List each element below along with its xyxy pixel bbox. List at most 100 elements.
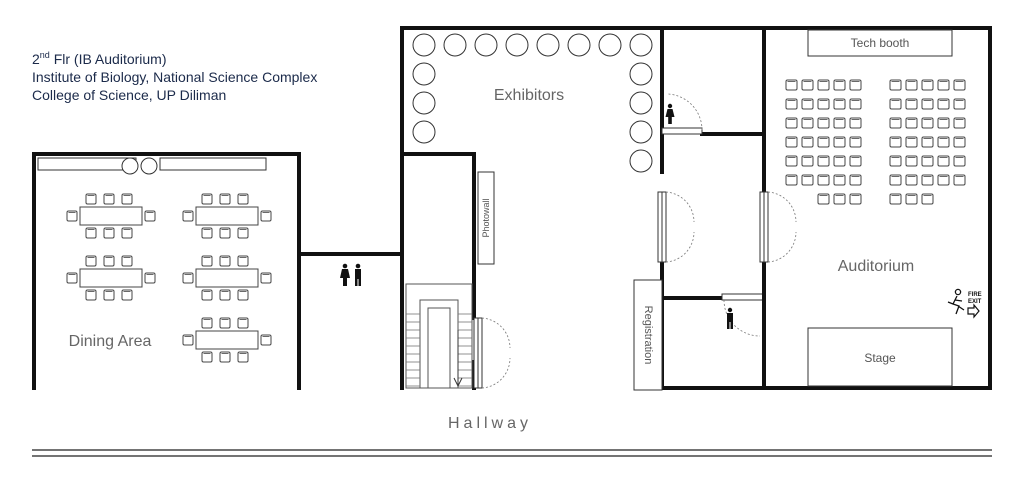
chair — [201, 317, 213, 329]
restroom-icon — [340, 263, 361, 286]
chair — [201, 289, 213, 301]
fire-exit-label-1: FIRE — [968, 292, 982, 298]
chair — [144, 272, 156, 284]
chair — [785, 155, 798, 167]
chair — [817, 79, 830, 91]
dining-area-label: Dining Area — [69, 333, 152, 350]
chair — [921, 193, 934, 205]
chair — [937, 174, 950, 186]
chair — [801, 174, 814, 186]
chair — [889, 98, 902, 110]
chair — [905, 193, 918, 205]
chair — [103, 255, 115, 267]
male-restroom-icon — [727, 307, 733, 329]
chair — [121, 255, 133, 267]
auditorium-label: Auditorium — [838, 258, 914, 275]
chair — [817, 155, 830, 167]
chair — [219, 317, 231, 329]
chair — [921, 79, 934, 91]
chair — [144, 210, 156, 222]
chair — [817, 117, 830, 129]
chair — [937, 98, 950, 110]
dining-round-table — [121, 157, 139, 175]
chair — [953, 79, 966, 91]
registration-label: Registration — [642, 306, 654, 365]
corridor-door-left — [657, 191, 695, 263]
chair — [103, 227, 115, 239]
chair — [849, 193, 862, 205]
chair — [801, 155, 814, 167]
chair — [219, 255, 231, 267]
chair — [801, 136, 814, 148]
fire-exit-label-2: EXIT — [968, 299, 982, 305]
chair — [937, 155, 950, 167]
chair — [237, 193, 249, 205]
chair — [85, 193, 97, 205]
chair — [905, 174, 918, 186]
chair — [801, 79, 814, 91]
hallway-label: Hallway — [448, 415, 532, 432]
chair — [889, 155, 902, 167]
chair — [785, 174, 798, 186]
auditorium-seats — [785, 79, 966, 205]
exhibitors-label: Exhibitors — [494, 87, 564, 104]
female-restroom-icon — [340, 263, 350, 286]
dining-table — [66, 255, 156, 301]
header-line-3: College of Science, UP Diliman — [32, 87, 226, 103]
exhibitor-booth — [505, 33, 529, 57]
chair — [201, 255, 213, 267]
chair — [219, 227, 231, 239]
chair — [260, 334, 272, 346]
registration-desk — [633, 279, 663, 391]
chair — [85, 227, 97, 239]
dining-table — [182, 255, 272, 301]
chair — [953, 98, 966, 110]
exhibitor-booth — [629, 149, 653, 173]
chair — [785, 79, 798, 91]
chair — [201, 351, 213, 363]
chair — [237, 227, 249, 239]
chair — [121, 193, 133, 205]
female-restroom-icon — [665, 103, 675, 124]
header-line-2: Institute of Biology, National Science C… — [32, 69, 317, 85]
exhibitor-booth — [536, 33, 560, 57]
chair — [817, 98, 830, 110]
chair — [849, 155, 862, 167]
tech-booth — [807, 29, 953, 57]
chair — [817, 136, 830, 148]
header-line-1: 2nd Flr (IB Auditorium) — [32, 50, 167, 67]
chair — [785, 98, 798, 110]
chair — [182, 272, 194, 284]
exhibitor-booth — [629, 120, 653, 144]
chair — [219, 193, 231, 205]
chair — [889, 117, 902, 129]
chair — [121, 227, 133, 239]
chair — [953, 117, 966, 129]
exhibitor-booth — [412, 62, 436, 86]
exhibitor-booth — [443, 33, 467, 57]
chair — [237, 317, 249, 329]
chair — [905, 155, 918, 167]
chair — [833, 136, 846, 148]
chair — [833, 174, 846, 186]
staircase — [405, 283, 473, 389]
dining-table — [66, 193, 156, 239]
chair — [785, 117, 798, 129]
exhibitor-booth — [567, 33, 591, 57]
chair — [237, 289, 249, 301]
fire-exit-icon: FIRE EXIT — [947, 288, 982, 319]
chair — [785, 136, 798, 148]
stage-label: Stage — [864, 351, 896, 365]
exhibitor-booth — [629, 33, 653, 57]
chair — [66, 272, 78, 284]
exhibitor-booth — [629, 62, 653, 86]
chair — [905, 136, 918, 148]
chair — [833, 79, 846, 91]
chair — [103, 193, 115, 205]
chair — [849, 98, 862, 110]
chair — [953, 136, 966, 148]
chair — [889, 79, 902, 91]
chair — [921, 155, 934, 167]
chair — [801, 117, 814, 129]
